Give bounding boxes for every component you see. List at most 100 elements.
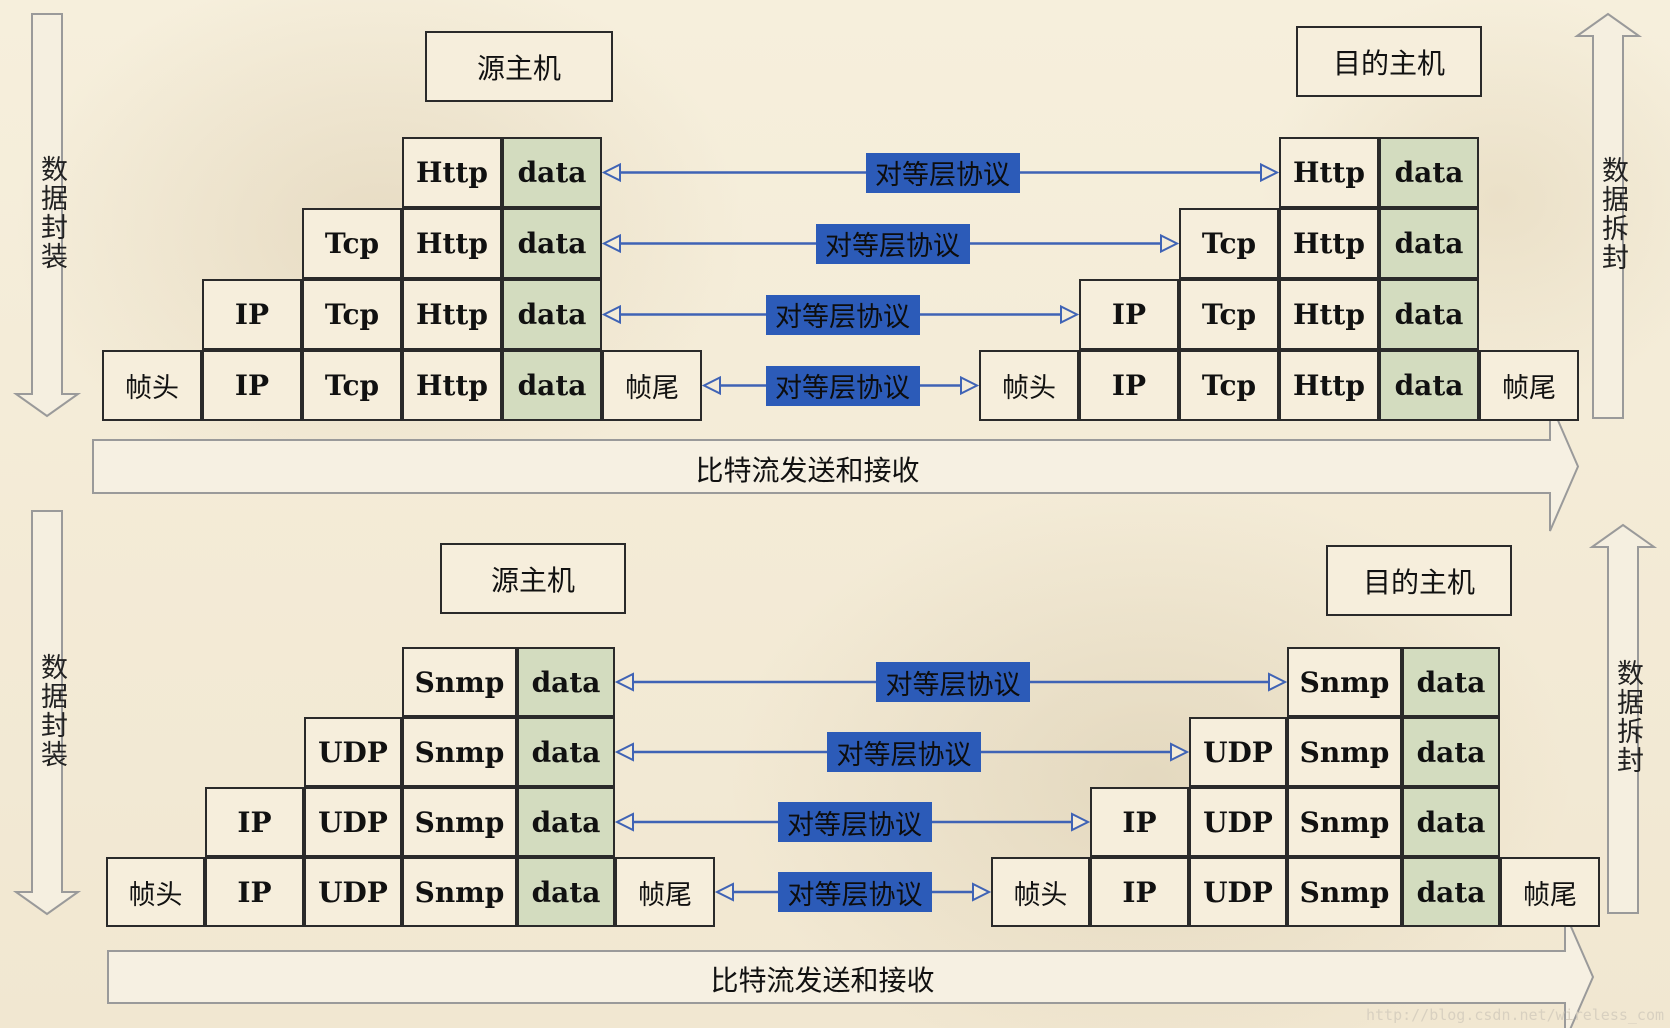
dst-data-cell: data — [1379, 208, 1479, 279]
src-transport-cell: UDP — [304, 857, 402, 927]
dst-app-cell: Http — [1279, 350, 1379, 421]
peer-protocol-label: 对等层协议 — [765, 294, 920, 335]
peer-arrowhead-right-0-3 — [960, 375, 980, 396]
peer-arrowhead-right-1-0 — [1268, 672, 1288, 692]
dst-frame-head-cell: 帧头 — [991, 857, 1090, 927]
dst-frame-tail-cell: 帧尾 — [1500, 857, 1600, 927]
dst-network-cell: IP — [1079, 279, 1179, 350]
peer-protocol-label: 对等层协议 — [815, 223, 970, 264]
peer-arrowhead-left-0-1 — [601, 233, 621, 254]
src-data-cell: data — [502, 208, 602, 279]
peer-arrowhead-right-1-3 — [972, 882, 992, 902]
dst-data-cell: data — [1379, 279, 1479, 350]
dst-data-cell: data — [1379, 137, 1479, 208]
src-app-cell: Snmp — [402, 787, 517, 857]
decapsulate-arrow — [1588, 523, 1658, 914]
dst-data-cell: data — [1402, 647, 1500, 717]
peer-arrowhead-right-1-1 — [1170, 742, 1190, 762]
bitstream-arrow — [107, 912, 1595, 1028]
decapsulate-label: 数据拆封 — [1612, 659, 1643, 775]
dst-app-cell: Snmp — [1287, 857, 1402, 927]
peer-protocol-label: 对等层协议 — [865, 152, 1020, 193]
peer-protocol-label: 对等层协议 — [778, 872, 932, 912]
src-frame-head-cell: 帧头 — [106, 857, 205, 927]
bitstream-label: 比特流发送和接收 — [710, 964, 935, 997]
dst-app-cell: Http — [1279, 279, 1379, 350]
dst-frame-tail-cell: 帧尾 — [1479, 350, 1579, 421]
src-data-cell: data — [517, 787, 615, 857]
src-app-cell: Http — [402, 279, 502, 350]
decapsulate-arrow — [1573, 12, 1643, 419]
dst-transport-cell: UDP — [1189, 717, 1287, 787]
peer-arrowhead-left-0-0 — [601, 162, 621, 183]
destination-host: 目的主机 — [1326, 545, 1512, 616]
peer-arrowhead-left-1-0 — [614, 672, 634, 692]
src-transport-cell: Tcp — [302, 208, 402, 279]
source-host: 源主机 — [425, 31, 613, 102]
src-app-cell: Snmp — [402, 857, 517, 927]
peer-arrowhead-left-0-3 — [701, 375, 721, 396]
dst-data-cell: data — [1402, 857, 1500, 927]
source-host: 源主机 — [440, 543, 626, 614]
dst-app-cell: Snmp — [1287, 647, 1402, 717]
peer-arrowhead-left-1-1 — [614, 742, 634, 762]
dst-network-cell: IP — [1079, 350, 1179, 421]
src-network-cell: IP — [205, 787, 304, 857]
src-app-cell: Http — [402, 137, 502, 208]
dst-transport-cell: Tcp — [1179, 350, 1279, 421]
peer-protocol-label: 对等层协议 — [765, 365, 920, 406]
dst-transport-cell: Tcp — [1179, 208, 1279, 279]
src-app-cell: Http — [402, 208, 502, 279]
dst-data-cell: data — [1402, 717, 1500, 787]
src-data-cell: data — [517, 717, 615, 787]
watermark: http://blog.csdn.net/wireless_com — [1365, 1006, 1664, 1024]
bitstream-arrow — [92, 401, 1580, 532]
dst-app-cell: Snmp — [1287, 787, 1402, 857]
src-app-cell: Snmp — [402, 717, 517, 787]
src-network-cell: IP — [202, 350, 302, 421]
peer-arrowhead-left-1-3 — [714, 882, 734, 902]
src-app-cell: Snmp — [402, 647, 517, 717]
dst-data-cell: data — [1379, 350, 1479, 421]
peer-arrowhead-left-1-2 — [614, 812, 634, 832]
dst-transport-cell: UDP — [1189, 787, 1287, 857]
destination-host: 目的主机 — [1296, 26, 1482, 97]
peer-arrowhead-left-0-2 — [601, 304, 621, 325]
encapsulate-arrow — [12, 13, 82, 418]
peer-arrowhead-right-0-2 — [1060, 304, 1080, 325]
dst-network-cell: IP — [1090, 787, 1189, 857]
src-data-cell: data — [517, 857, 615, 927]
dst-transport-cell: Tcp — [1179, 279, 1279, 350]
encapsulate-label: 数据封装 — [36, 155, 67, 271]
src-data-cell: data — [502, 137, 602, 208]
dst-frame-head-cell: 帧头 — [979, 350, 1079, 421]
dst-data-cell: data — [1402, 787, 1500, 857]
src-data-cell: data — [502, 350, 602, 421]
dst-app-cell: Http — [1279, 137, 1379, 208]
peer-arrowhead-right-0-1 — [1160, 233, 1180, 254]
src-transport-cell: UDP — [304, 787, 402, 857]
src-network-cell: IP — [205, 857, 304, 927]
peer-protocol-label: 对等层协议 — [827, 732, 981, 772]
src-frame-head-cell: 帧头 — [102, 350, 202, 421]
dst-transport-cell: UDP — [1189, 857, 1287, 927]
src-app-cell: Http — [402, 350, 502, 421]
bitstream-label: 比特流发送和接收 — [695, 453, 920, 487]
dst-network-cell: IP — [1090, 857, 1189, 927]
src-frame-tail-cell: 帧尾 — [602, 350, 702, 421]
src-frame-tail-cell: 帧尾 — [615, 857, 715, 927]
decapsulate-label: 数据拆封 — [1597, 156, 1628, 272]
src-data-cell: data — [517, 647, 615, 717]
src-transport-cell: UDP — [304, 717, 402, 787]
encapsulate-arrow — [12, 510, 82, 916]
src-data-cell: data — [502, 279, 602, 350]
dst-app-cell: Http — [1279, 208, 1379, 279]
peer-protocol-label: 对等层协议 — [876, 662, 1030, 702]
peer-arrowhead-right-0-0 — [1260, 162, 1280, 183]
encapsulate-label: 数据封装 — [36, 652, 67, 769]
src-transport-cell: Tcp — [302, 279, 402, 350]
peer-protocol-label: 对等层协议 — [777, 802, 932, 842]
src-network-cell: IP — [202, 279, 302, 350]
